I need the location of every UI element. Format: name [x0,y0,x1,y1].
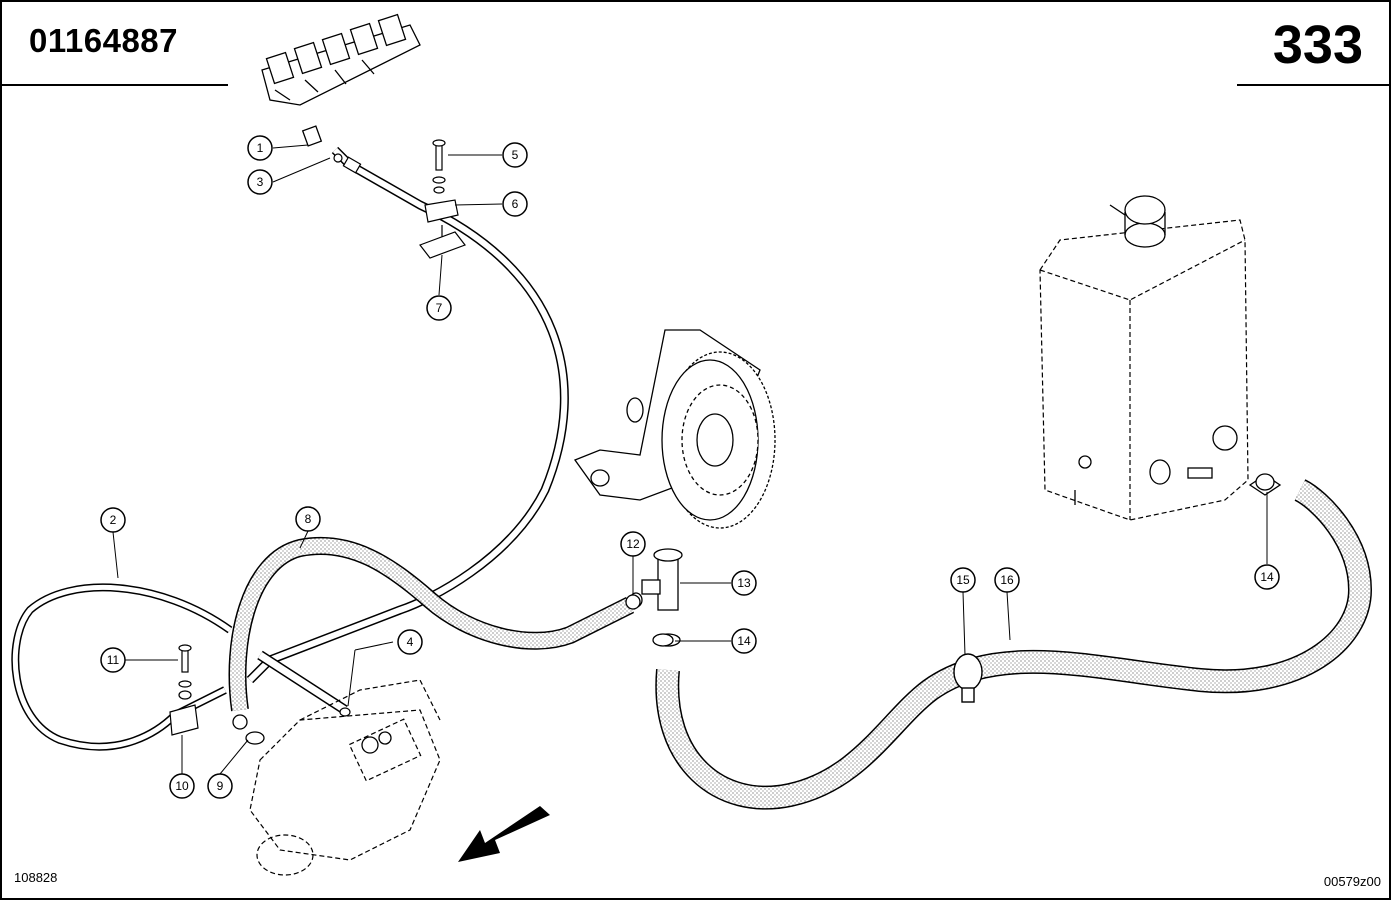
callout-2: 2 [100,507,126,533]
return-line-upper [246,146,569,684]
callout-label: 16 [1000,573,1014,587]
callout-label: 15 [956,573,970,587]
callout-16: 16 [994,567,1020,593]
callout-label: 8 [305,512,312,526]
callout-11: 11 [100,647,126,673]
callout-3: 3 [247,169,273,195]
small-clamps [625,473,1275,647]
injection-pump [249,679,441,876]
clamp-assembly-left [169,644,199,736]
pipe-4 [257,650,351,717]
callout-12: 12 [620,531,646,557]
drawing-code-right: 00579z00 [1323,874,1381,889]
part-number: 01164887 [29,22,179,59]
callout-label: 1 [257,141,264,155]
callout-6: 6 [502,191,528,217]
callout-label: 11 [107,653,120,667]
callout-5: 5 [502,142,528,168]
injector-rail [261,13,421,147]
callout-13: 13 [731,570,757,596]
hose-8 [228,536,635,712]
callout-label: 6 [512,197,519,211]
callout-label: 14 [737,634,751,648]
pump-pulley [573,329,776,529]
callout-8: 8 [295,506,321,532]
callout-9: 9 [207,773,233,799]
expansion-tank [1039,219,1249,521]
callout-label: 10 [175,779,189,793]
callout-1: 1 [247,135,273,161]
pump-fittings [232,714,392,754]
leader-lines [112,144,1268,775]
callout-label: 9 [217,779,224,793]
callout-label: 3 [257,175,264,189]
front-direction-arrow [458,806,550,862]
callout-15: 15 [950,567,976,593]
callout-label: 4 [407,635,414,649]
callout-label: 13 [737,576,751,590]
callout-14-lower: 14 [731,628,757,654]
callout-label: 7 [436,301,443,315]
tank-cap [1109,195,1166,248]
callout-10: 10 [169,773,195,799]
callout-4: 4 [397,629,423,655]
hose-2 [11,583,233,751]
callout-label: 14 [1260,570,1274,584]
clamp-assembly-top [419,139,466,259]
callout-label: 12 [626,537,640,551]
callout-7: 7 [426,295,452,321]
callout-label: 5 [512,148,519,162]
tank-ports [1074,425,1282,505]
callout-label: 2 [110,513,117,527]
hose-16 [655,479,1373,810]
page-number: 333 [1272,15,1363,75]
hose-clamp-15 [953,653,983,703]
drawing-code-left: 108828 [14,870,58,885]
callout-14-upper: 14 [1254,564,1280,590]
